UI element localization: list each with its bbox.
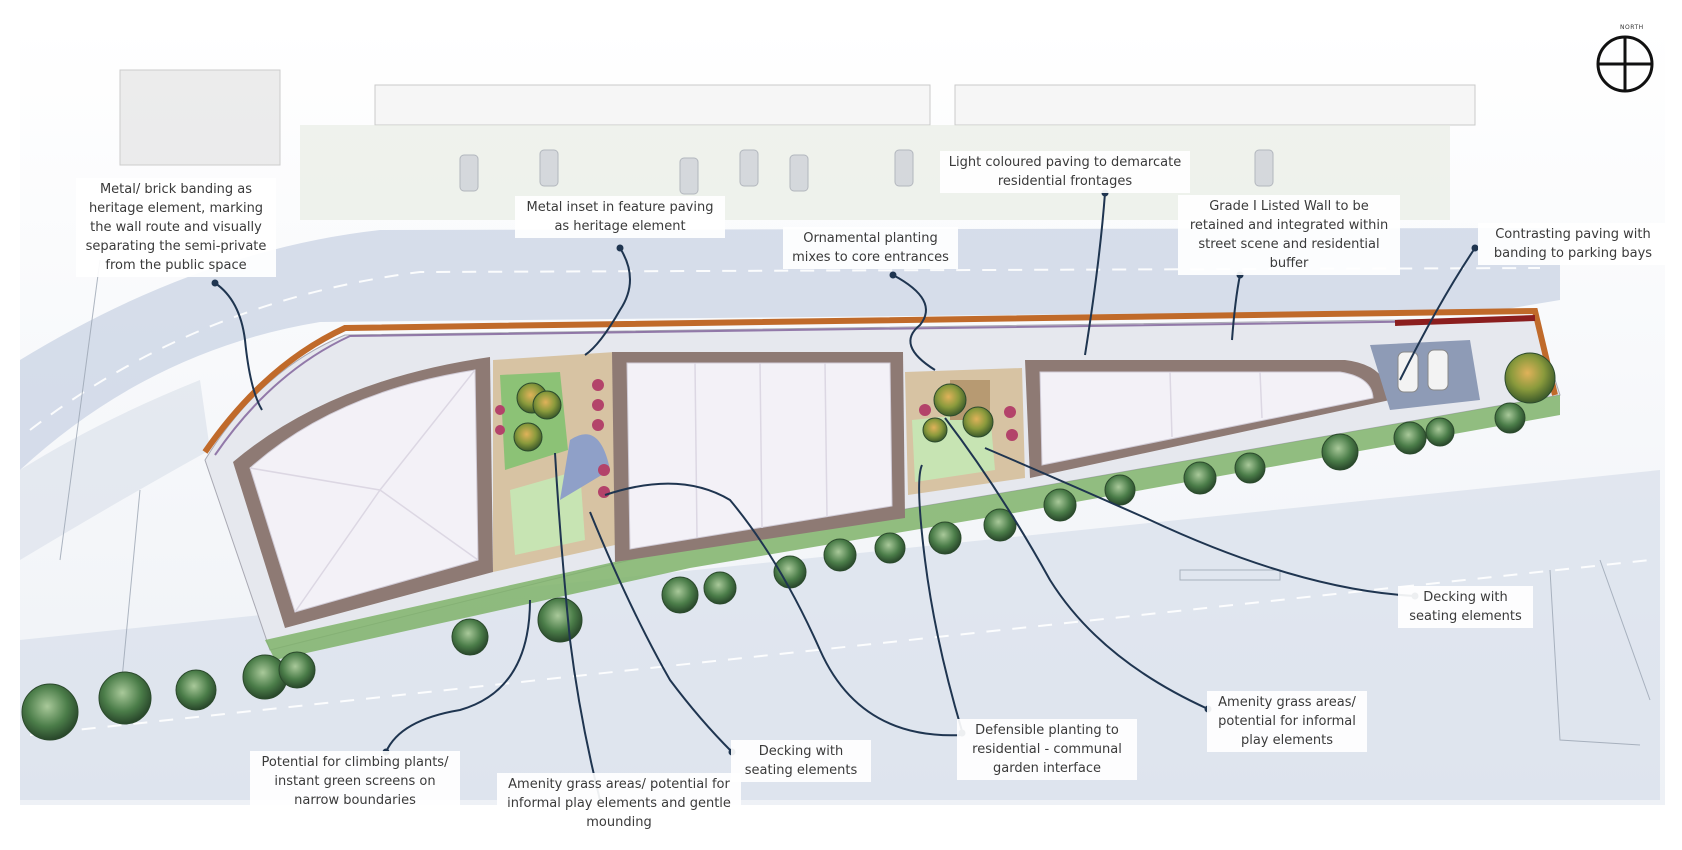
annotation-metal-brick-banding: Metal/ brick banding as heritage element… <box>76 178 276 277</box>
leader-lines <box>214 192 1476 801</box>
trees <box>21 352 1556 741</box>
parking-bays <box>1370 340 1480 410</box>
northern-terrace <box>119 69 1476 220</box>
annotation-climbing-plants: Potential for climbing plants/ instant g… <box>250 751 460 812</box>
annotation-metal-inset: Metal inset in feature paving as heritag… <box>515 196 725 238</box>
building-east <box>1025 360 1390 478</box>
north-arrow-label: NORTH <box>1620 24 1644 31</box>
annotation-amenity-grass-west: Amenity grass areas/ potential for infor… <box>497 773 741 834</box>
annotation-decking-west: Decking with seating elements <box>731 740 871 782</box>
annotation-listed-wall: Grade I Listed Wall to be retained and i… <box>1178 195 1400 275</box>
heritage-band <box>202 307 1558 454</box>
building-central <box>612 352 905 562</box>
building-west <box>233 357 493 628</box>
north-road <box>20 228 1560 470</box>
annotation-decking-east: Decking with seating elements <box>1398 586 1533 628</box>
north-arrow-icon <box>1596 35 1654 93</box>
annotation-contrasting-paving: Contrasting paving with banding to parki… <box>1478 223 1668 265</box>
annotation-ornamental-planting: Ornamental planting mixes to core entran… <box>783 227 958 269</box>
shrubs <box>495 379 1018 498</box>
annotation-light-paving: Light coloured paving to demarcate resid… <box>940 151 1190 193</box>
annotation-amenity-grass-east: Amenity grass areas/ potential for infor… <box>1207 691 1367 752</box>
annotation-defensible-planting: Defensible planting to residential - com… <box>957 719 1137 780</box>
